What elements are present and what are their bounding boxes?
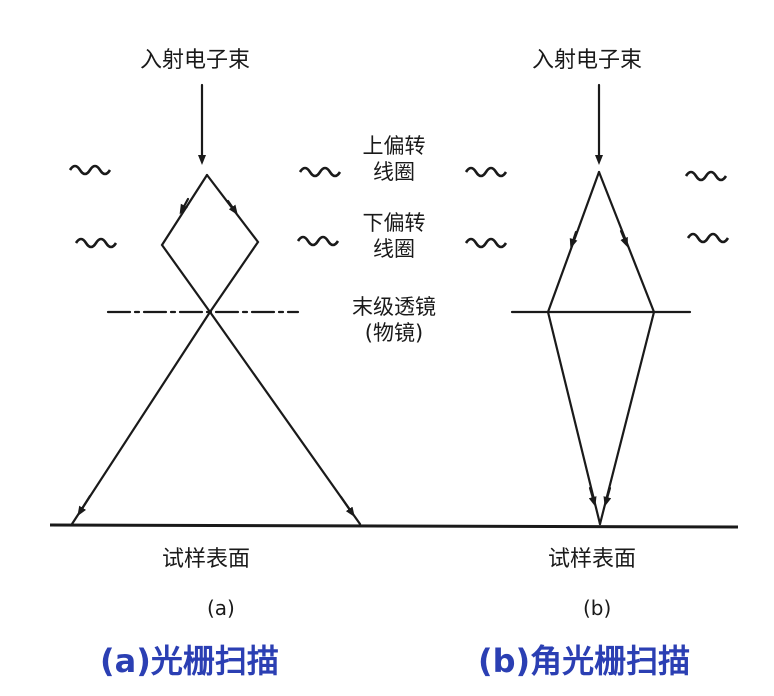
right-beam-label: 入射电子束 xyxy=(532,48,643,73)
right-beam-arrow-lower-left xyxy=(588,486,597,507)
left-beam-arrow-upper-right xyxy=(226,199,238,216)
upper-coil-label: 上偏转 线圈 xyxy=(339,133,449,185)
lens-label-line1: 末级透镜 xyxy=(352,295,436,319)
right-beam-arrow-lower-right xyxy=(603,486,612,507)
coil-icon xyxy=(684,170,728,182)
left-beam-arrow-upper-left xyxy=(179,197,190,215)
left-beam-arrow-bottom-left xyxy=(77,494,92,517)
left-specimen-label: 试样表面 xyxy=(162,547,251,572)
left-beam-label: 入射电子束 xyxy=(140,48,251,73)
coil-icon xyxy=(464,237,508,249)
left-beam-arrow-bottom-right xyxy=(339,495,355,518)
right-beam-arrow-upper-left xyxy=(569,230,578,249)
left-coils xyxy=(68,164,342,249)
coil-icon xyxy=(464,166,508,178)
right-specimen-label: 试样表面 xyxy=(548,547,637,572)
coil-icon xyxy=(298,166,342,178)
left-beam-left-path xyxy=(160,173,212,314)
coil-icon xyxy=(686,232,730,244)
lower-coil-label: 下偏转 线圈 xyxy=(339,210,449,262)
left-beam-right-path xyxy=(205,173,260,314)
coil-icon xyxy=(68,164,112,176)
right-diagram xyxy=(510,83,692,526)
coil-icon xyxy=(296,235,340,247)
caption-a: (a)光栅扫描 xyxy=(100,642,279,680)
lens-label-line2: (物镜) xyxy=(364,321,424,345)
specimen-surface-line xyxy=(49,523,739,529)
lower-coil-label-line2: 线圈 xyxy=(373,237,415,261)
right-sublabel: (b) xyxy=(583,596,612,620)
caption-b: (b)角光栅扫描 xyxy=(478,642,691,680)
left-sublabel: (a) xyxy=(207,596,235,620)
right-coils xyxy=(464,166,730,249)
left-beam-to-specimen-right xyxy=(208,310,362,526)
upper-coil-label-line1: 上偏转 xyxy=(362,134,426,158)
left-beam-to-specimen-left xyxy=(70,310,212,526)
lens-label: 末级透镜 (物镜) xyxy=(339,294,449,346)
left-diagram xyxy=(70,83,362,526)
upper-coil-label-line2: 线圈 xyxy=(373,160,415,184)
coil-icon xyxy=(74,237,118,249)
lower-coil-label-line1: 下偏转 xyxy=(362,211,426,235)
right-beam-arrow-upper-right xyxy=(619,229,628,248)
